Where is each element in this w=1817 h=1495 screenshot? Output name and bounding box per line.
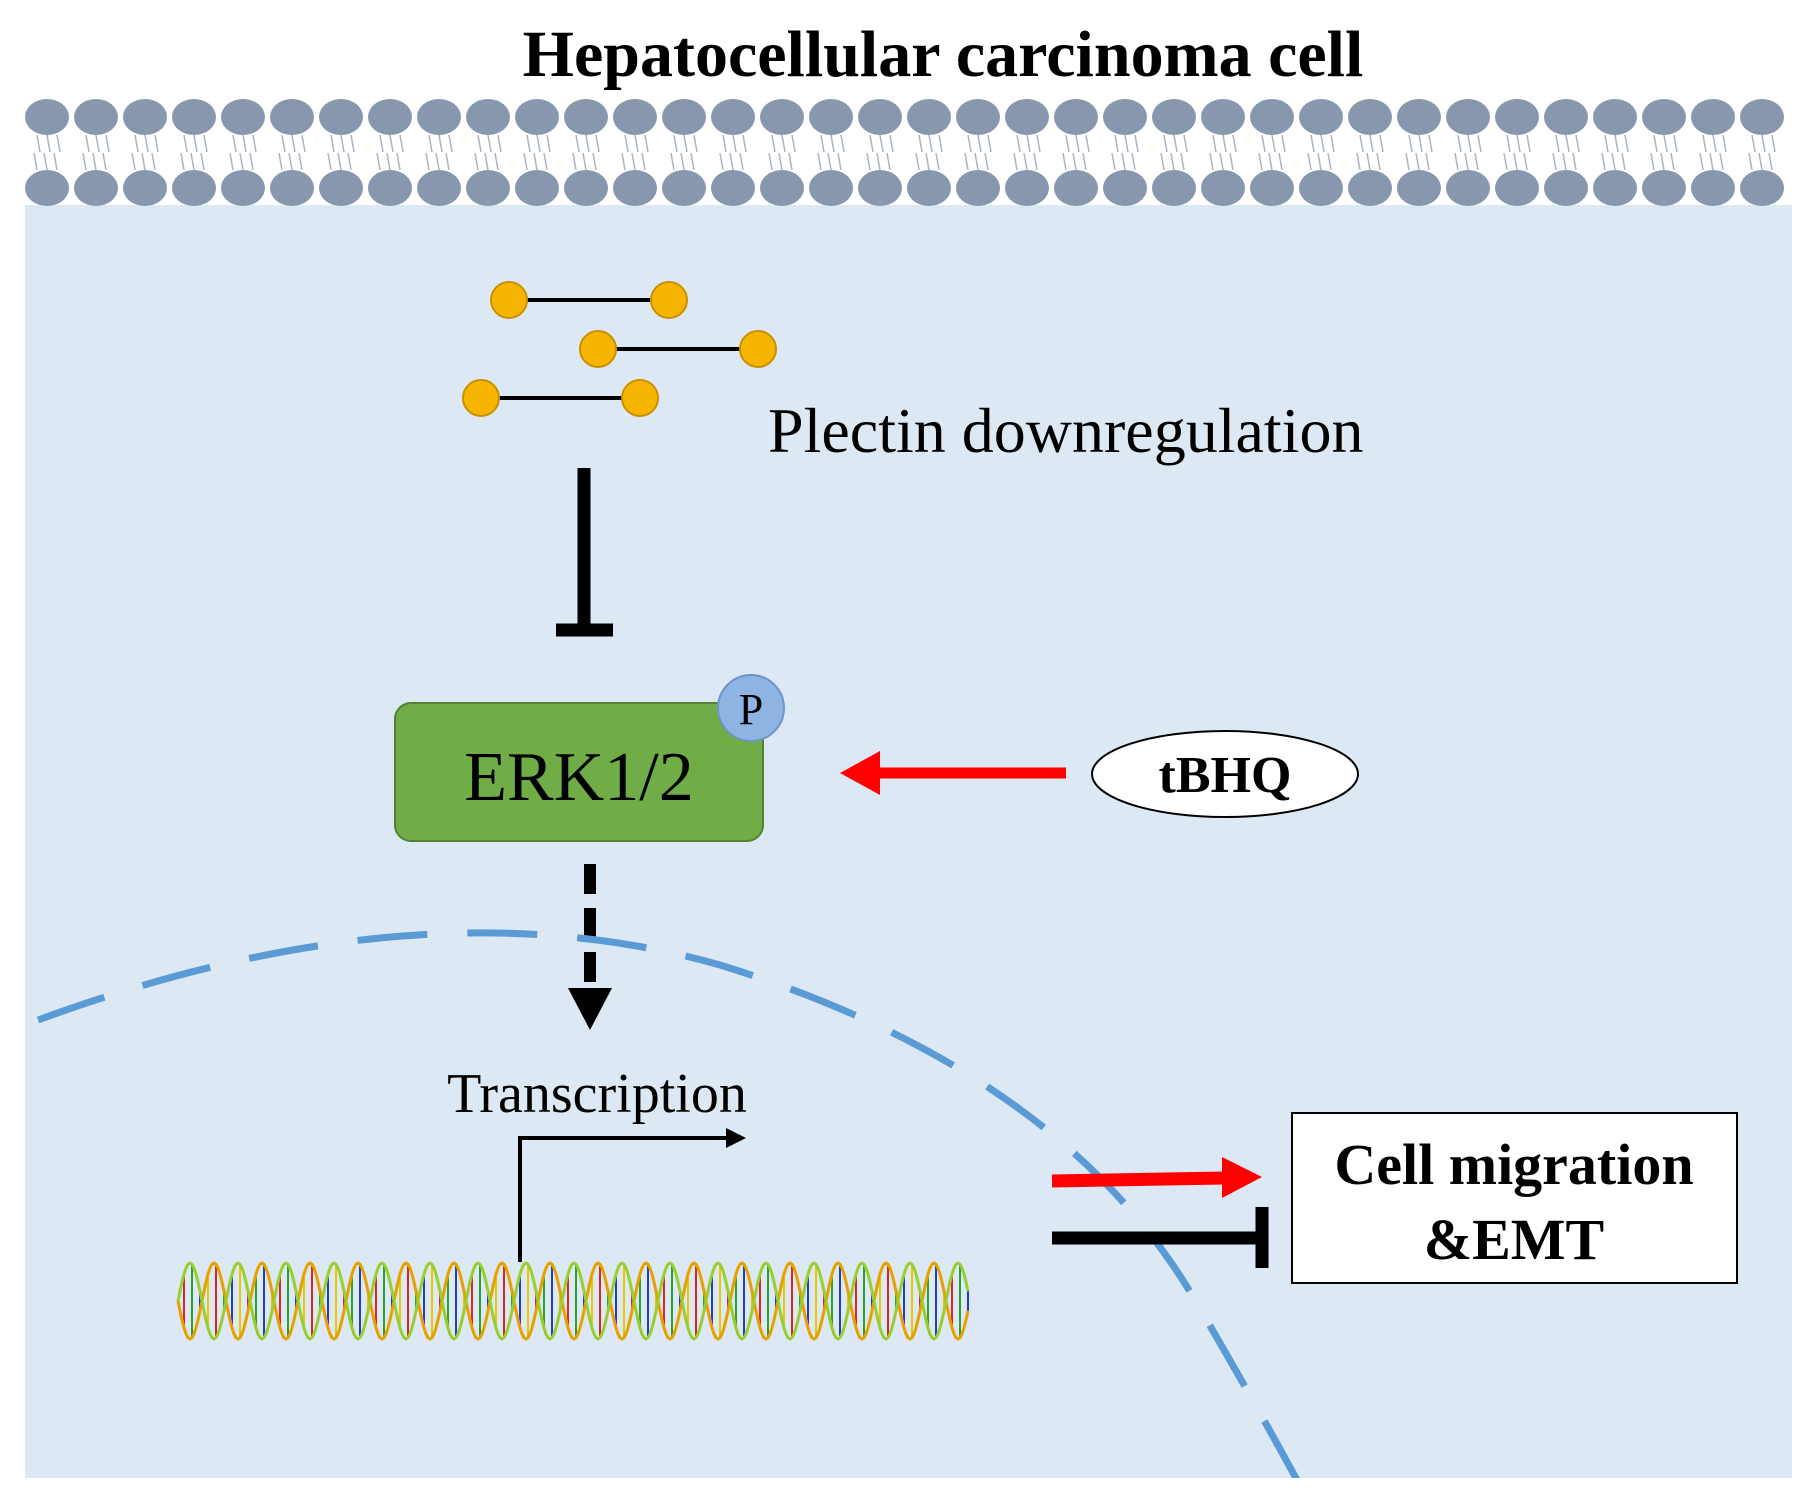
dna-helix-icon [176, 1261, 970, 1341]
tbhq-node: tBHQ [1091, 730, 1359, 818]
lipid-bilayer-icon [25, 99, 1784, 206]
outcome-inhibition-symbol [1052, 1207, 1269, 1268]
erk-node: ERK1/2 [394, 702, 764, 842]
diagram-title: Hepatocellular carcinoma cell [523, 18, 1364, 91]
outcome-label-line2: &EMT [1424, 1207, 1604, 1272]
tbhq-label: tBHQ [1159, 747, 1292, 804]
phospho-label: P [739, 685, 763, 734]
plectin-label: Plectin downregulation [768, 395, 1363, 466]
outcome-box: Cell migration &EMT [1291, 1112, 1738, 1284]
transcription-start-arrow [518, 1128, 746, 1262]
phospho-badge: P [717, 674, 785, 742]
plectin-filament-icon [462, 281, 777, 417]
nucleus-boundary [36, 929, 1300, 1478]
erk-transcription-arrow [568, 864, 612, 1030]
outcome-label-line1: Cell migration [1334, 1132, 1693, 1197]
outcome-activation-arrow [1051, 1157, 1262, 1198]
transcription-label: Transcription [447, 1063, 747, 1125]
plectin-inhibition-symbol [556, 468, 613, 637]
tbhq-activation-arrow [840, 751, 1066, 795]
erk-label: ERK1/2 [464, 739, 693, 816]
